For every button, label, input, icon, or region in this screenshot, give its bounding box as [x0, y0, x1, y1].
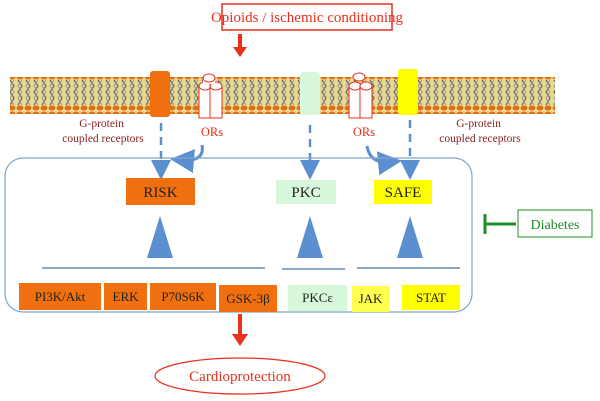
svg-text:JAK: JAK	[359, 291, 383, 306]
ors-left-curved-arrow-icon	[170, 144, 204, 173]
svg-text:STAT: STAT	[416, 290, 446, 305]
component-jak: JAK	[352, 286, 389, 312]
svg-text:SAFE: SAFE	[385, 185, 422, 201]
gpcr-safe-receptor	[398, 69, 418, 115]
svg-text:Diabetes: Diabetes	[531, 218, 580, 233]
safe-triangle-icon	[397, 216, 423, 258]
gpcr-risk-receptor	[150, 71, 170, 117]
group-lines	[42, 267, 460, 270]
component-p70s6k: P70S6K	[150, 283, 216, 310]
svg-text:PKC: PKC	[291, 185, 320, 201]
red-arrow-bottom-icon	[232, 314, 248, 346]
ors-right-label: ORs	[353, 125, 375, 139]
cardioprotection-ellipse: Cardioprotection	[154, 357, 326, 395]
risk-box: RISK	[126, 178, 195, 205]
svg-text:GSK-3β: GSK-3β	[226, 291, 270, 306]
ors-left-label: ORs	[201, 125, 223, 139]
opioid-receptor-left-icon	[198, 73, 223, 119]
risk-triangle-icon	[147, 216, 173, 258]
diabetes-box: Diabetes	[517, 209, 593, 238]
svg-text:ERK: ERK	[113, 289, 140, 304]
svg-text:P70S6K: P70S6K	[161, 289, 205, 304]
pkc-box: PKC	[276, 180, 336, 204]
cell-membrane	[10, 77, 555, 114]
red-arrow-top-icon	[233, 34, 247, 57]
triangles	[147, 216, 423, 258]
component-erk: ERK	[104, 283, 147, 310]
svg-text:Cardioprotection: Cardioprotection	[189, 369, 291, 385]
diabetes-inhibitor-icon	[483, 214, 516, 234]
component-stat: STAT	[402, 285, 460, 310]
svg-text:PI3K/Akt: PI3K/Akt	[35, 289, 86, 304]
gpcr-left-label: G-protein coupled receptors	[62, 118, 144, 145]
gpcr-pkc-receptor	[300, 72, 320, 115]
ors-right-curved-arrow-icon	[365, 145, 402, 176]
title-text: Opioids / ischemic conditioning	[211, 10, 404, 26]
gpcr-right-label: G-protein coupled receptors	[439, 118, 521, 145]
pkc-triangle-icon	[297, 216, 323, 258]
component-pi3k-akt: PI3K/Akt	[19, 283, 101, 310]
opioid-receptor-right-icon	[348, 72, 373, 119]
svg-text:PKCε: PKCε	[302, 290, 333, 305]
svg-text:RISK: RISK	[143, 185, 177, 201]
signal-arrows	[151, 120, 420, 180]
component-pkc-epsilon: PKCε	[288, 285, 347, 311]
title-box: Opioids / ischemic conditioning	[211, 3, 404, 31]
safe-box: SAFE	[374, 180, 432, 204]
component-gsk3b: GSK-3β	[219, 285, 277, 312]
